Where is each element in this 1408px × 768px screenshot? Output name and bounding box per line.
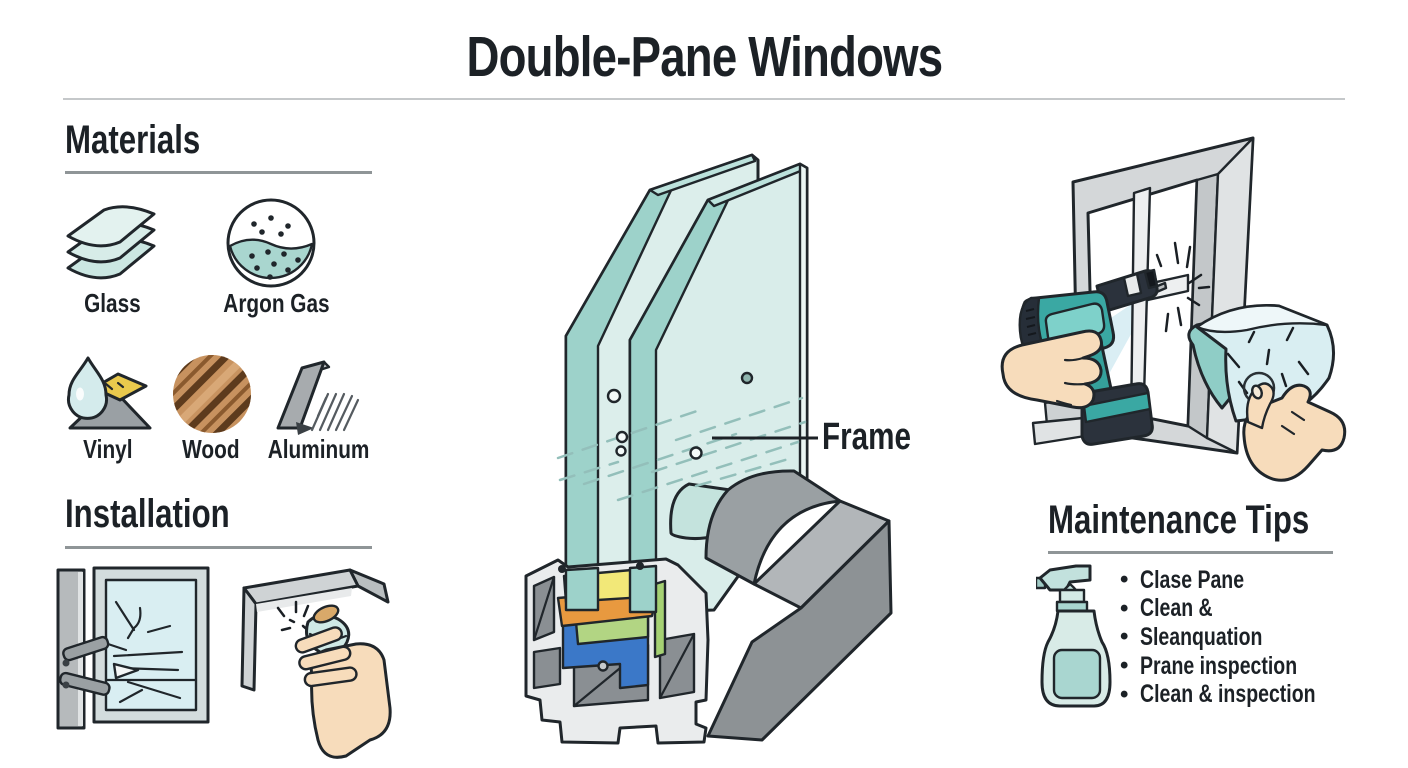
double-pane-cross-section-illustration <box>524 153 893 745</box>
material-label-aluminum: Aluminum <box>267 434 370 464</box>
page-title: Double-Pane Windows <box>0 24 1408 90</box>
material-label-argon: Argon Gas <box>223 288 330 318</box>
maintenance-tips-list: •Clase Pane •Clean & •Sleanquation •Pran… <box>1120 566 1380 709</box>
bullet-icon: • <box>1120 680 1129 708</box>
bullet-icon: • <box>1120 652 1129 680</box>
sealant-application-illustration <box>240 568 392 759</box>
tip-item: •Clase Pane <box>1120 565 1245 594</box>
tip-item: •Sleanquation <box>1120 622 1263 651</box>
materials-heading: Materials <box>65 118 201 162</box>
glass-panes-icon <box>66 205 156 280</box>
bullet-icon: • <box>1120 623 1129 651</box>
materials-underline <box>65 171 372 174</box>
spray-bottle-icon <box>1036 564 1112 708</box>
installation-underline <box>65 546 372 549</box>
material-label-wood: Wood <box>181 434 240 464</box>
material-label-glass: Glass <box>84 288 141 318</box>
installation-heading: Installation <box>65 492 230 536</box>
argon-gas-icon <box>226 198 316 288</box>
maintenance-underline <box>1048 551 1333 554</box>
frame-label: Frame <box>822 416 911 458</box>
window-bracket-repair-illustration <box>56 566 210 730</box>
drill-and-wipe-window-illustration <box>1000 136 1347 482</box>
vinyl-drop-icon <box>67 356 152 430</box>
bullet-icon: • <box>1120 594 1129 622</box>
wood-grain-icon <box>173 355 251 433</box>
bullet-icon: • <box>1120 566 1129 594</box>
maintenance-heading: Maintenance Tips <box>1048 498 1310 542</box>
material-label-vinyl: Vinyl <box>82 434 133 464</box>
page-title-text: Double-Pane Windows <box>466 25 943 89</box>
aluminum-profile-icon <box>276 360 360 435</box>
title-separator <box>63 98 1345 100</box>
tip-item: •Prane inspection <box>1120 651 1298 680</box>
tip-item: •Clean & inspection <box>1120 680 1316 709</box>
tip-item: •Clean & <box>1120 594 1213 623</box>
